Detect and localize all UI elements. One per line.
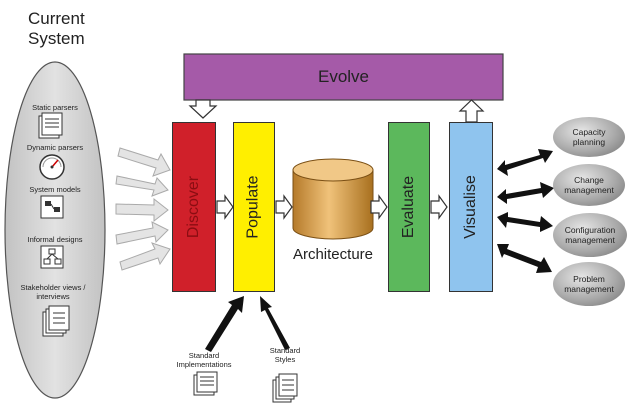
visualise-stage: Visualise xyxy=(449,122,493,292)
implementations-document-icon xyxy=(193,371,218,396)
current-system-title: Current System xyxy=(28,9,85,49)
output-double-arrows xyxy=(497,149,554,273)
source-label: System models xyxy=(29,185,81,194)
evolve-up-arrow xyxy=(458,99,485,123)
evolve-down-arrow xyxy=(188,99,218,119)
model-icon xyxy=(40,195,64,219)
source-label: Static parsers xyxy=(32,103,78,112)
architecture-label: Architecture xyxy=(292,246,374,263)
standard-styles-label: Standard Styles xyxy=(262,346,308,364)
output-line1: Change xyxy=(574,175,604,185)
output-line1: Capacity xyxy=(572,127,606,137)
standards-arrows xyxy=(205,296,290,352)
standard-implementations-line1: Standard xyxy=(188,351,220,360)
discover-label: Discover xyxy=(185,175,203,239)
current-system-title-line1: Current xyxy=(28,9,85,28)
discover-stage: Discover xyxy=(172,122,216,292)
standard-styles-line1: Standard xyxy=(269,346,301,355)
standard-implementations-line2: Implementations xyxy=(176,360,232,369)
source-label: Dynamic parsers xyxy=(26,143,84,152)
source-arrows xyxy=(115,147,171,271)
output-line2: management xyxy=(564,185,614,195)
document-stack-icon xyxy=(38,112,63,139)
populate-stage: Populate xyxy=(233,122,275,292)
current-system-title-line2: System xyxy=(28,29,85,48)
standard-styles-line2: Styles xyxy=(274,355,296,364)
output-line1: Problem xyxy=(573,274,605,284)
evaluate-label: Evaluate xyxy=(400,175,418,239)
output-line1: Configuration xyxy=(564,225,616,235)
styles-document-icon xyxy=(272,373,298,403)
output-line2: management xyxy=(564,284,614,294)
source-label: Informal designs xyxy=(27,235,83,244)
evolve-bar xyxy=(183,53,504,101)
source-label: Stakeholder views / interviews xyxy=(20,283,86,301)
architecture-cylinder xyxy=(292,158,374,240)
flow-arrow-architecture-evaluate xyxy=(370,194,388,220)
views-document-icon xyxy=(42,305,70,337)
visualise-label: Visualise xyxy=(462,175,479,239)
design-sketch-icon xyxy=(40,245,64,269)
evolve-label: Evolve xyxy=(317,67,370,86)
evaluate-stage: Evaluate xyxy=(388,122,430,292)
current-system-oval xyxy=(4,61,106,399)
gauge-icon xyxy=(39,154,65,180)
flow-arrow-populate-architecture xyxy=(275,194,293,220)
flow-arrow-discover-populate xyxy=(216,194,234,220)
populate-label: Populate xyxy=(245,175,263,239)
flow-arrow-evaluate-visualise xyxy=(430,194,448,220)
output-line2: management xyxy=(565,235,615,245)
output-line2: planning xyxy=(572,137,606,147)
standard-implementations-label: Standard Implementations xyxy=(166,351,242,369)
